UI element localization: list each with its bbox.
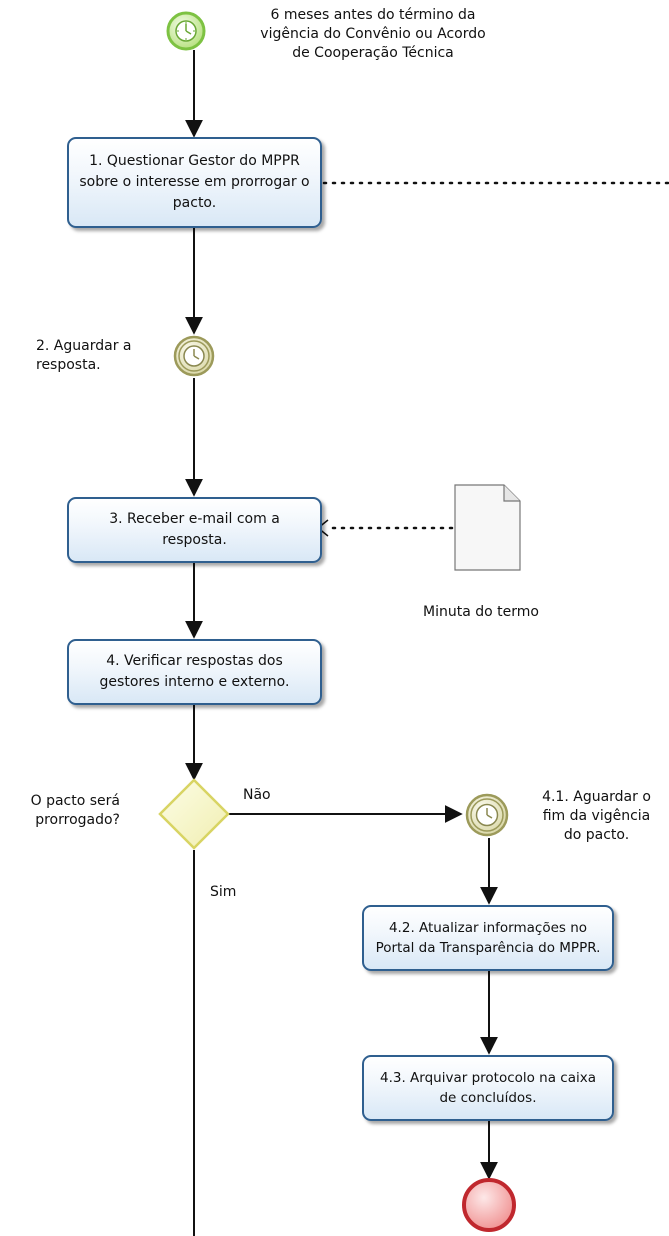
clock-icon [175, 20, 197, 42]
task-4-2-atualizar-portal[interactable]: 4.2. Atualizar informações no Portal da … [362, 905, 614, 971]
gateway-question-label: O pacto será prorrogado? [30, 793, 120, 828]
clock-icon [475, 803, 499, 827]
start-event[interactable] [166, 11, 206, 51]
document-label: Minuta do termo [423, 604, 539, 620]
task-4-verificar-respostas[interactable]: 4. Verificar respostas dos gestores inte… [67, 639, 322, 705]
gateway-no-label: Não [243, 787, 271, 803]
gateway-yes-label: Sim [210, 884, 237, 900]
timer-event-2-label: 2. Aguardar a resposta. [36, 338, 132, 373]
exclusive-gateway[interactable] [158, 778, 230, 850]
document-icon[interactable] [454, 484, 521, 571]
timer-event-4-1[interactable] [465, 793, 509, 837]
start-event-label: 6 meses antes do término da vigência do … [260, 7, 486, 61]
task-3-receber-email[interactable]: 3. Receber e-mail com a resposta. [67, 497, 322, 563]
timer-event-2[interactable] [173, 335, 215, 377]
clock-icon [183, 345, 205, 367]
end-event[interactable] [462, 1178, 516, 1232]
task-4-3-arquivar-protocolo[interactable]: 4.3. Arquivar protocolo na caixa de conc… [362, 1055, 614, 1121]
timer-event-4-1-label: 4.1. Aguardar o fim da vigência do pacto… [542, 789, 651, 843]
task-1-questionar-gestor[interactable]: 1. Questionar Gestor do MPPR sobre o int… [67, 137, 322, 228]
